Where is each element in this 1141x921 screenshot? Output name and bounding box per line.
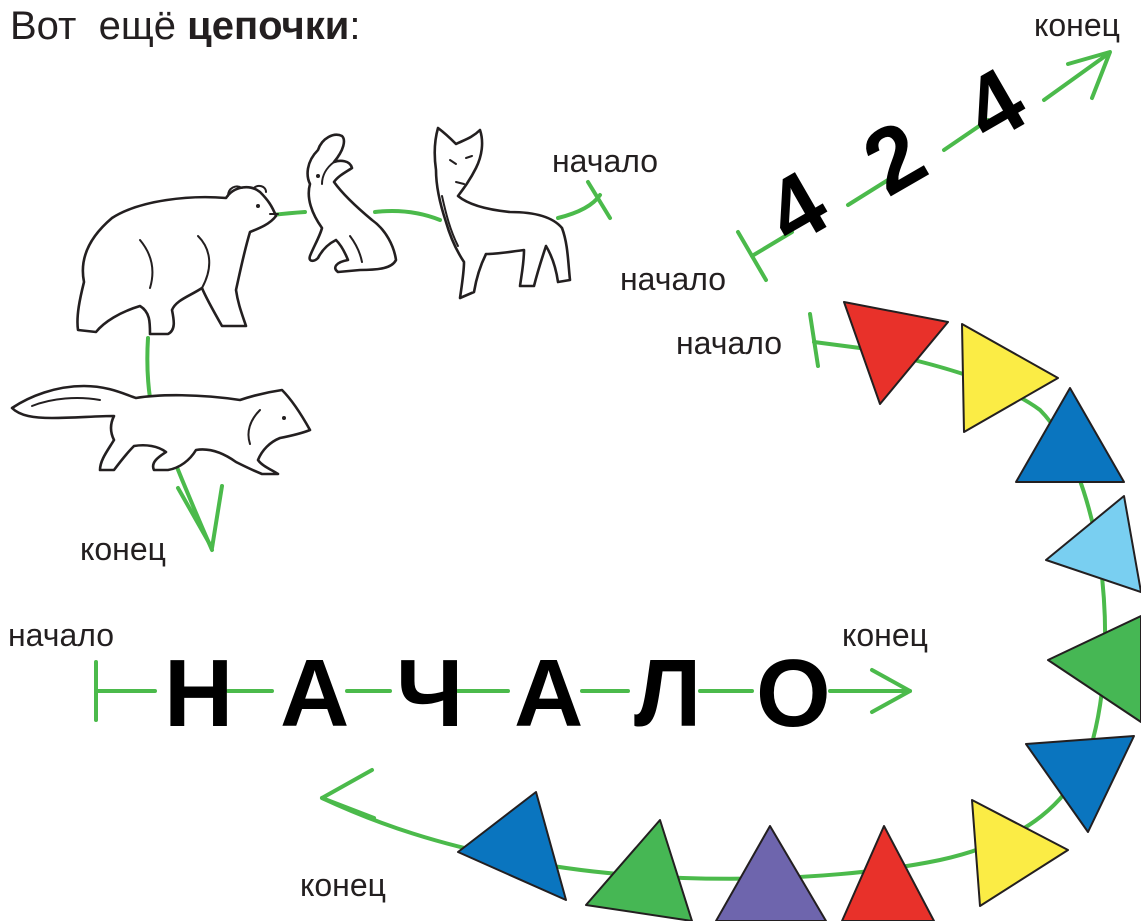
- letter-item-1: Н: [164, 640, 233, 747]
- triangle-3-blue: [1016, 388, 1124, 482]
- animal-start-tick: [588, 182, 610, 218]
- triangle-chain-line: [322, 342, 1105, 879]
- triangle-1-red: [844, 302, 948, 404]
- triangle-start-label: начало: [676, 325, 782, 361]
- triangle-11-blue: [458, 792, 566, 900]
- fox-illustration: [12, 386, 310, 474]
- number-chain: 4 2 4 начало конец: [620, 7, 1120, 297]
- wolf-illustration: [435, 128, 570, 298]
- triangle-5-green: [1048, 616, 1141, 722]
- triangle-9-purple: [716, 826, 826, 921]
- letter-item-2: А: [280, 640, 349, 747]
- number-item-3: 4: [947, 48, 1042, 162]
- triangle-10-green: [586, 820, 692, 921]
- bear-illustration: [77, 186, 278, 334]
- letter-item-6: О: [756, 640, 831, 747]
- animal-end-label: конец: [80, 531, 166, 567]
- animal-link-wolf-start: [558, 195, 600, 218]
- number-start-label: начало: [620, 261, 726, 297]
- letter-start-label: начало: [8, 617, 114, 653]
- letter-item-5: Л: [634, 640, 701, 747]
- triangle-end-label: конец: [300, 867, 386, 903]
- number-end-label: конец: [1034, 7, 1120, 43]
- letter-item-4: А: [514, 640, 583, 747]
- animal-link-bear-fox: [147, 338, 150, 398]
- triangle-4-light-blue: [1046, 496, 1141, 592]
- letter-end-label: конец: [842, 617, 928, 653]
- letter-chain: Н А Ч А Л О начало конец: [8, 617, 928, 747]
- animal-start-label: начало: [552, 143, 658, 179]
- letter-item-3: Ч: [396, 640, 463, 747]
- triangle-7-yellow: [972, 800, 1068, 906]
- animal-end-arrow: [178, 486, 222, 548]
- hare-illustration: [308, 135, 396, 272]
- animal-link-hare-wolf: [375, 211, 440, 220]
- triangle-chain: [458, 302, 1141, 921]
- animal-chain: начало конец: [12, 128, 658, 567]
